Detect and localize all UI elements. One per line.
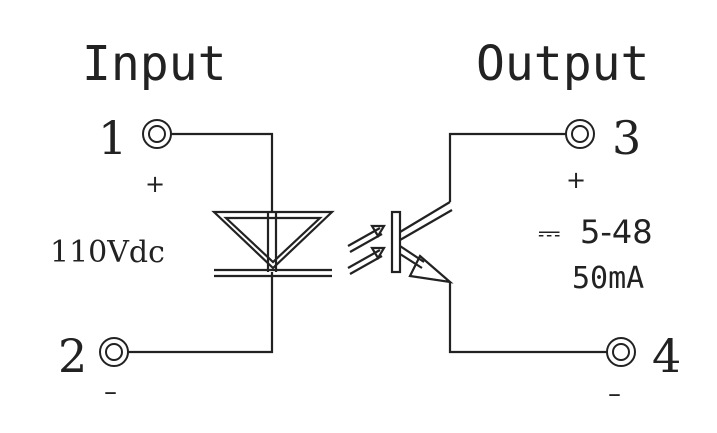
terminal-3-polarity: + [566,166,586,194]
terminal-2-connector [99,337,129,367]
output-current: 50mA [572,261,644,296]
input-wire-top [171,132,274,212]
output-title: Output [476,36,649,92]
terminal-1-connector [142,119,172,149]
terminal-1-label: 1 [98,111,127,165]
dc-symbol: ⎓ [538,216,560,249]
terminal-2-label: 2 [58,329,87,383]
terminal-4-polarity: – [608,379,621,409]
output-wire-collector [448,132,566,202]
output-wire-emitter [448,282,607,354]
terminal-2-polarity: – [104,377,117,407]
terminal-3-connector [565,119,595,149]
output-rating: 5-48 [580,213,653,251]
terminal-4-connector [606,337,636,367]
terminal-4-label: 4 [652,329,681,383]
input-rating: 110Vdc [50,235,165,270]
input-title: Input [82,36,227,92]
terminal-1-polarity: + [145,170,165,198]
phototransistor-symbol [390,201,454,284]
terminal-3-label: 3 [612,111,641,165]
light-arrow-icon [347,224,386,275]
led-diode-symbol [211,210,335,278]
input-wire-bottom [128,272,274,354]
